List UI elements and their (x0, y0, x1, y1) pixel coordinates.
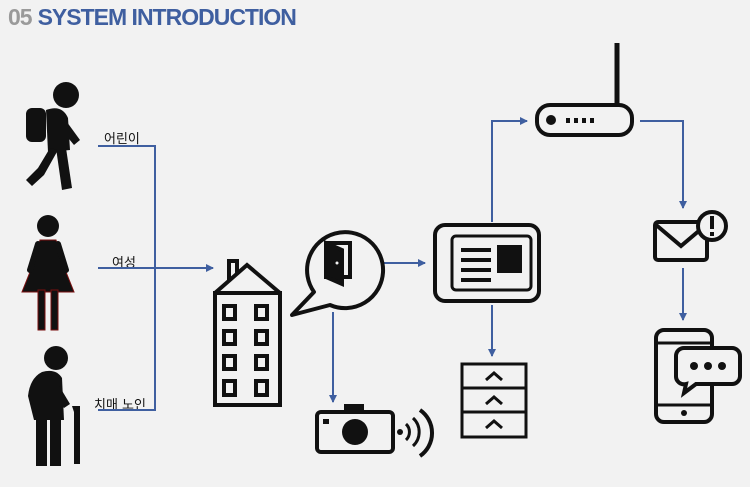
tablet-display-icon (433, 223, 541, 303)
smartphone-chat-icon (654, 328, 742, 424)
building-icon (213, 259, 282, 407)
camera-wireless-icon (315, 404, 434, 458)
connector-elderly (98, 268, 156, 411)
server-stack-icon (460, 362, 528, 439)
arrow-tablet-router (491, 117, 528, 222)
arrow-router-email (640, 120, 687, 209)
email-alert-icon (653, 210, 728, 262)
elderly-cane-icon (28, 346, 80, 466)
router-icon (535, 43, 634, 137)
section-title: SYSTEM INTRODUCTION (37, 4, 297, 30)
connector-child (98, 145, 156, 268)
door-speech-bubble-icon (290, 230, 386, 317)
section-number: 05 (8, 4, 33, 30)
woman-icon (21, 215, 75, 331)
child-backpack-icon (26, 82, 80, 190)
label-child: 어린이 (104, 132, 140, 147)
connectors (98, 117, 687, 411)
